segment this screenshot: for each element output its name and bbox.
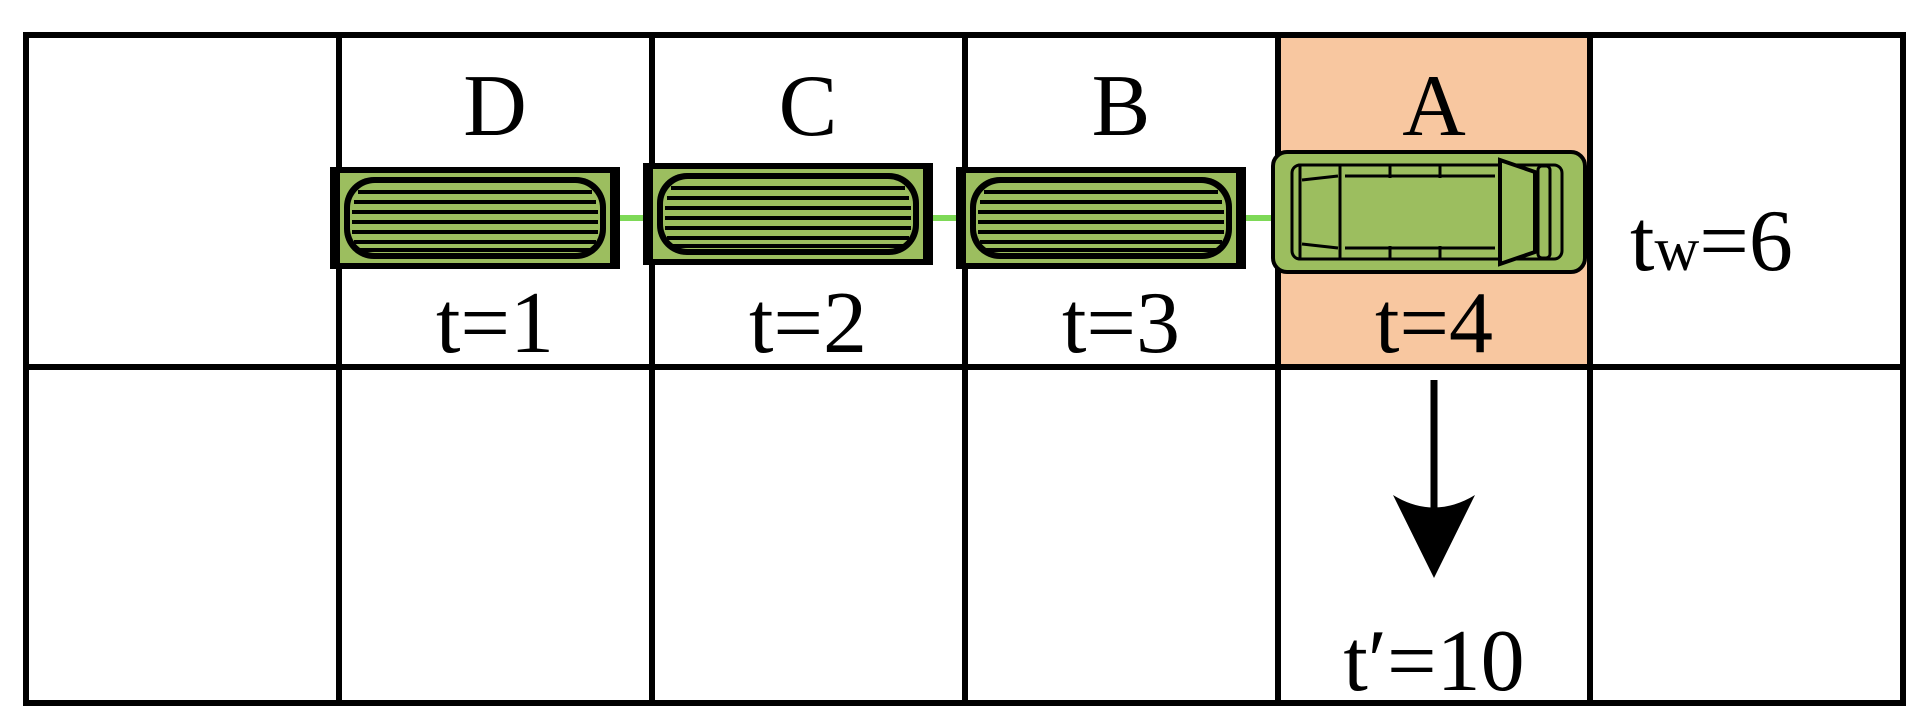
arrow-down-icon bbox=[1393, 380, 1475, 578]
trailer-icon bbox=[954, 165, 1248, 271]
van-icon bbox=[1271, 150, 1587, 274]
wait-time-subscript: w bbox=[1654, 216, 1699, 284]
time-label-b: t=3 bbox=[1062, 275, 1180, 372]
cell-label-b: B bbox=[1092, 58, 1151, 155]
exit-time-label: t′=10 bbox=[1343, 613, 1524, 710]
wait-time-value: =6 bbox=[1699, 193, 1793, 290]
time-label-d: t=1 bbox=[436, 275, 554, 372]
cell-label-c: C bbox=[779, 58, 838, 155]
time-label-a: t=4 bbox=[1375, 275, 1493, 372]
trailer-icon bbox=[641, 161, 935, 267]
time-label-c: t=2 bbox=[749, 275, 867, 372]
cell-label-d: D bbox=[463, 58, 527, 155]
grid bbox=[23, 32, 1906, 706]
trailer-icon bbox=[328, 165, 622, 271]
wait-time-label: tw=6 bbox=[1630, 193, 1793, 290]
cell-label-a: A bbox=[1402, 58, 1466, 155]
wait-time-t: t bbox=[1630, 193, 1654, 290]
